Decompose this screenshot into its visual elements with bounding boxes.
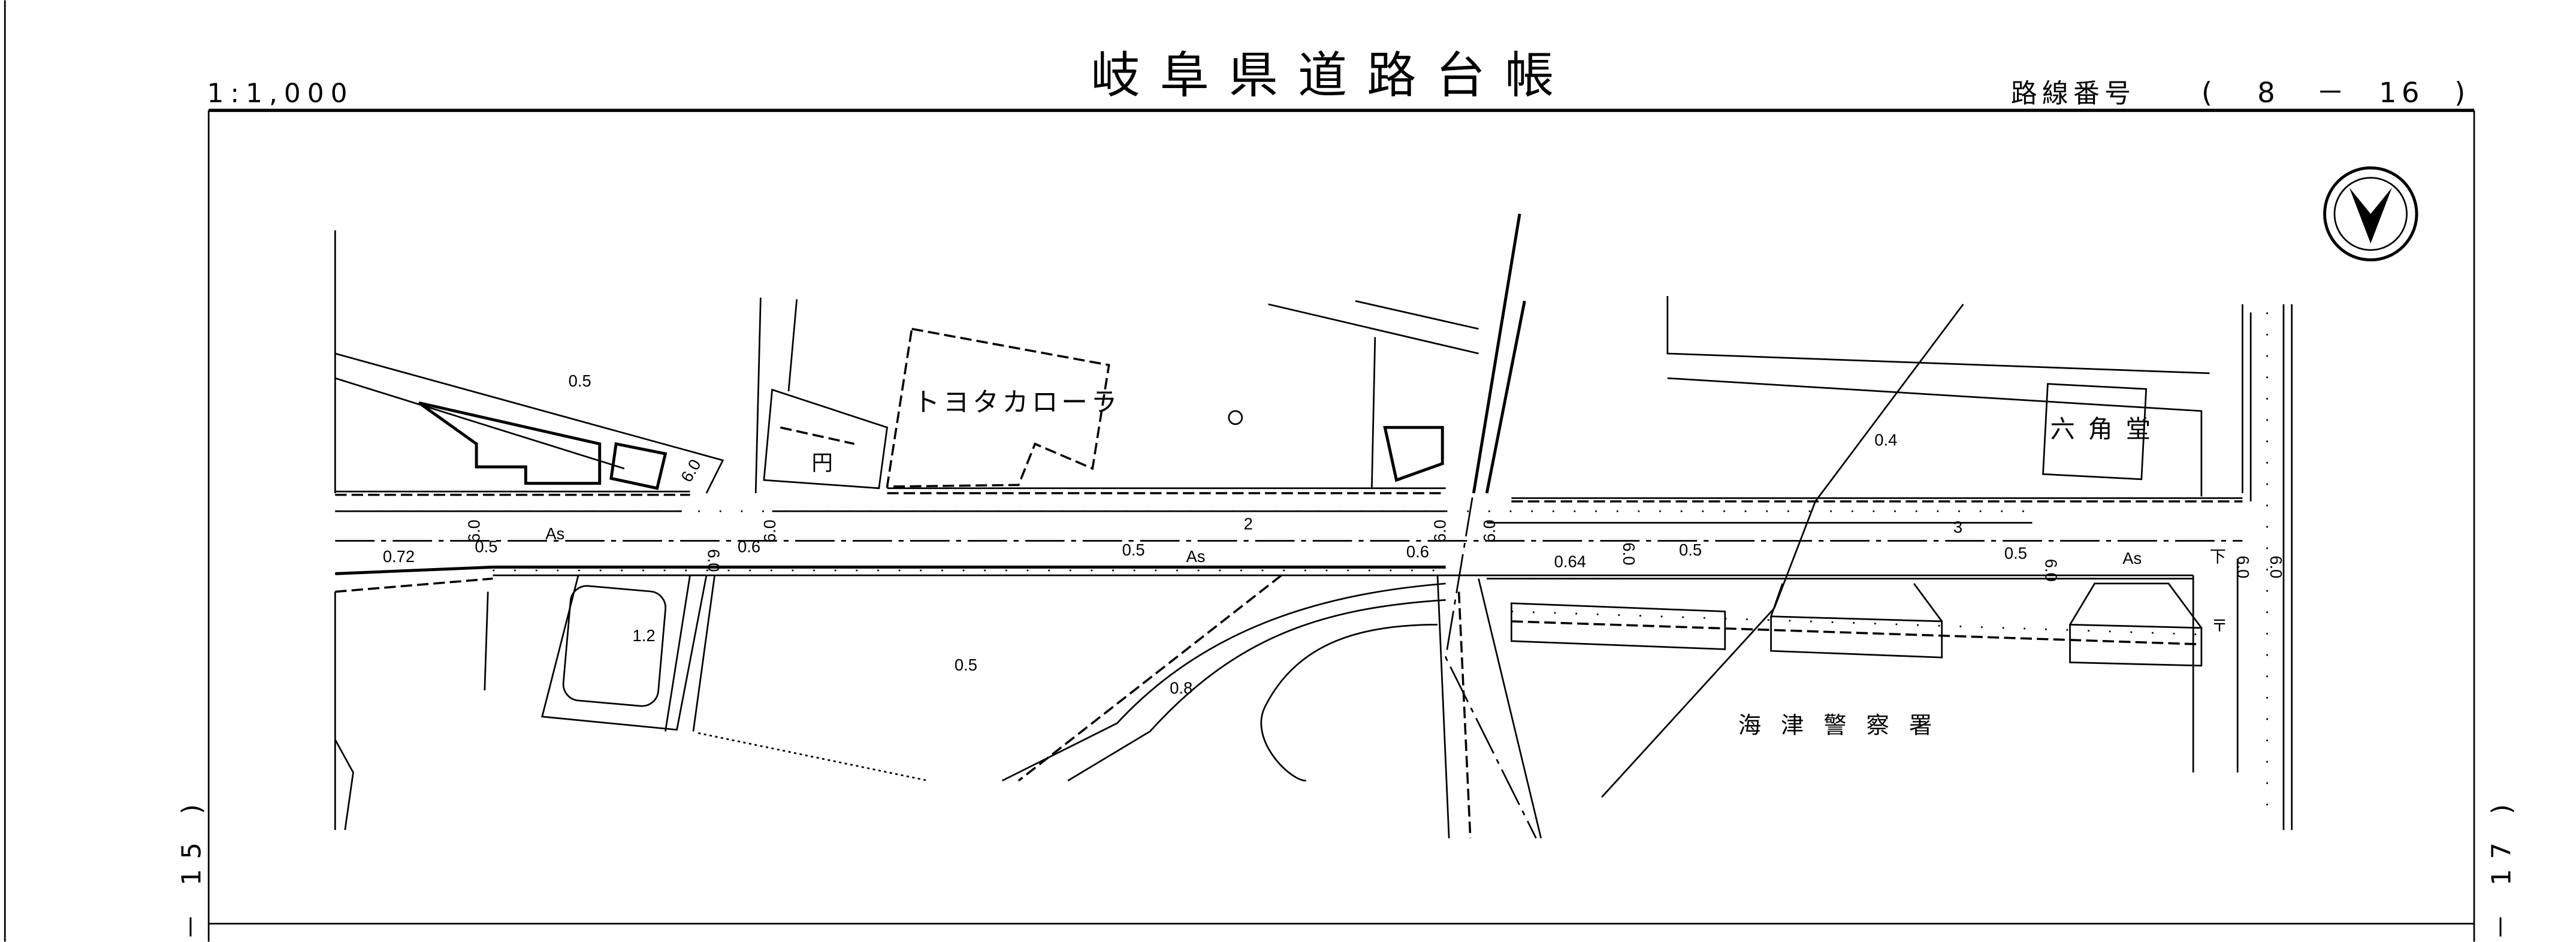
elevation: 0.6	[1406, 542, 1429, 561]
route-dash: －	[2317, 76, 2345, 108]
route-label: 路線番号	[2011, 78, 2136, 108]
post-symbol: 〒	[2211, 616, 2227, 635]
road-width: 6.0	[2042, 559, 2060, 582]
elevation: 0.5	[569, 372, 591, 390]
route-main: 8	[2257, 76, 2275, 108]
route-sheet: 16	[2379, 76, 2424, 108]
place-shrine-symbol: 円	[811, 451, 833, 476]
elevation: 0.4	[1874, 431, 1897, 449]
place-police-station: 海津警察署	[1738, 712, 1952, 739]
elevation: 0.5	[2004, 544, 2027, 563]
elevation: 0.5	[475, 538, 497, 556]
route-open: (	[2201, 76, 2212, 108]
pavement-as: As	[1186, 547, 1206, 566]
road-width: 6.0	[677, 456, 705, 485]
place-rokkakudo: 六角堂	[2050, 415, 2164, 443]
sewer-symbol: 下	[2210, 547, 2226, 566]
road-width: 6.0	[465, 520, 484, 542]
road-width: 6.0	[2267, 555, 2285, 578]
pavement-as: As	[2122, 549, 2142, 567]
elevation: 0.5	[1679, 541, 1702, 559]
elevation: 0.64	[1554, 552, 1586, 570]
adjacent-sheet-right: － 17 )	[2486, 794, 2517, 940]
road-width: 6.0	[1431, 520, 1449, 542]
elevation: 0.72	[383, 547, 415, 566]
elevation: 0.8	[1170, 679, 1192, 698]
elevation: 0.5	[1122, 541, 1145, 559]
pavement-as: As	[545, 524, 564, 543]
road-width: 6.0	[1480, 520, 1499, 542]
road-width: 6.0	[760, 520, 779, 542]
road-width: 6.0	[1620, 542, 1638, 565]
scale-label: 1:1,000	[207, 78, 354, 108]
place-toyota-corolla: トヨタカローラ	[913, 387, 1120, 418]
road-width: 6.0	[705, 549, 723, 572]
north-arrow-icon	[2323, 166, 2418, 262]
road-width: 6.0	[2234, 555, 2252, 578]
station-2: 2	[1243, 514, 1252, 533]
sheet-title: 岐阜県道路台帳	[1091, 47, 1574, 104]
map-drawing	[334, 213, 2293, 839]
map-labels: トヨタカローラ 六角堂 海津警察署 円 2 3 As As As 0.5 0.7…	[383, 372, 2285, 739]
elevation: 0.6	[738, 538, 760, 556]
elevation: 1.2	[633, 626, 656, 645]
route-number: 路線番号 ( 8 － 16 )	[2011, 76, 2465, 108]
route-close: )	[2454, 76, 2465, 108]
elevation: 0.5	[955, 656, 977, 674]
adjacent-sheet-left: － 15 )	[176, 794, 207, 940]
station-3: 3	[1953, 518, 1962, 536]
